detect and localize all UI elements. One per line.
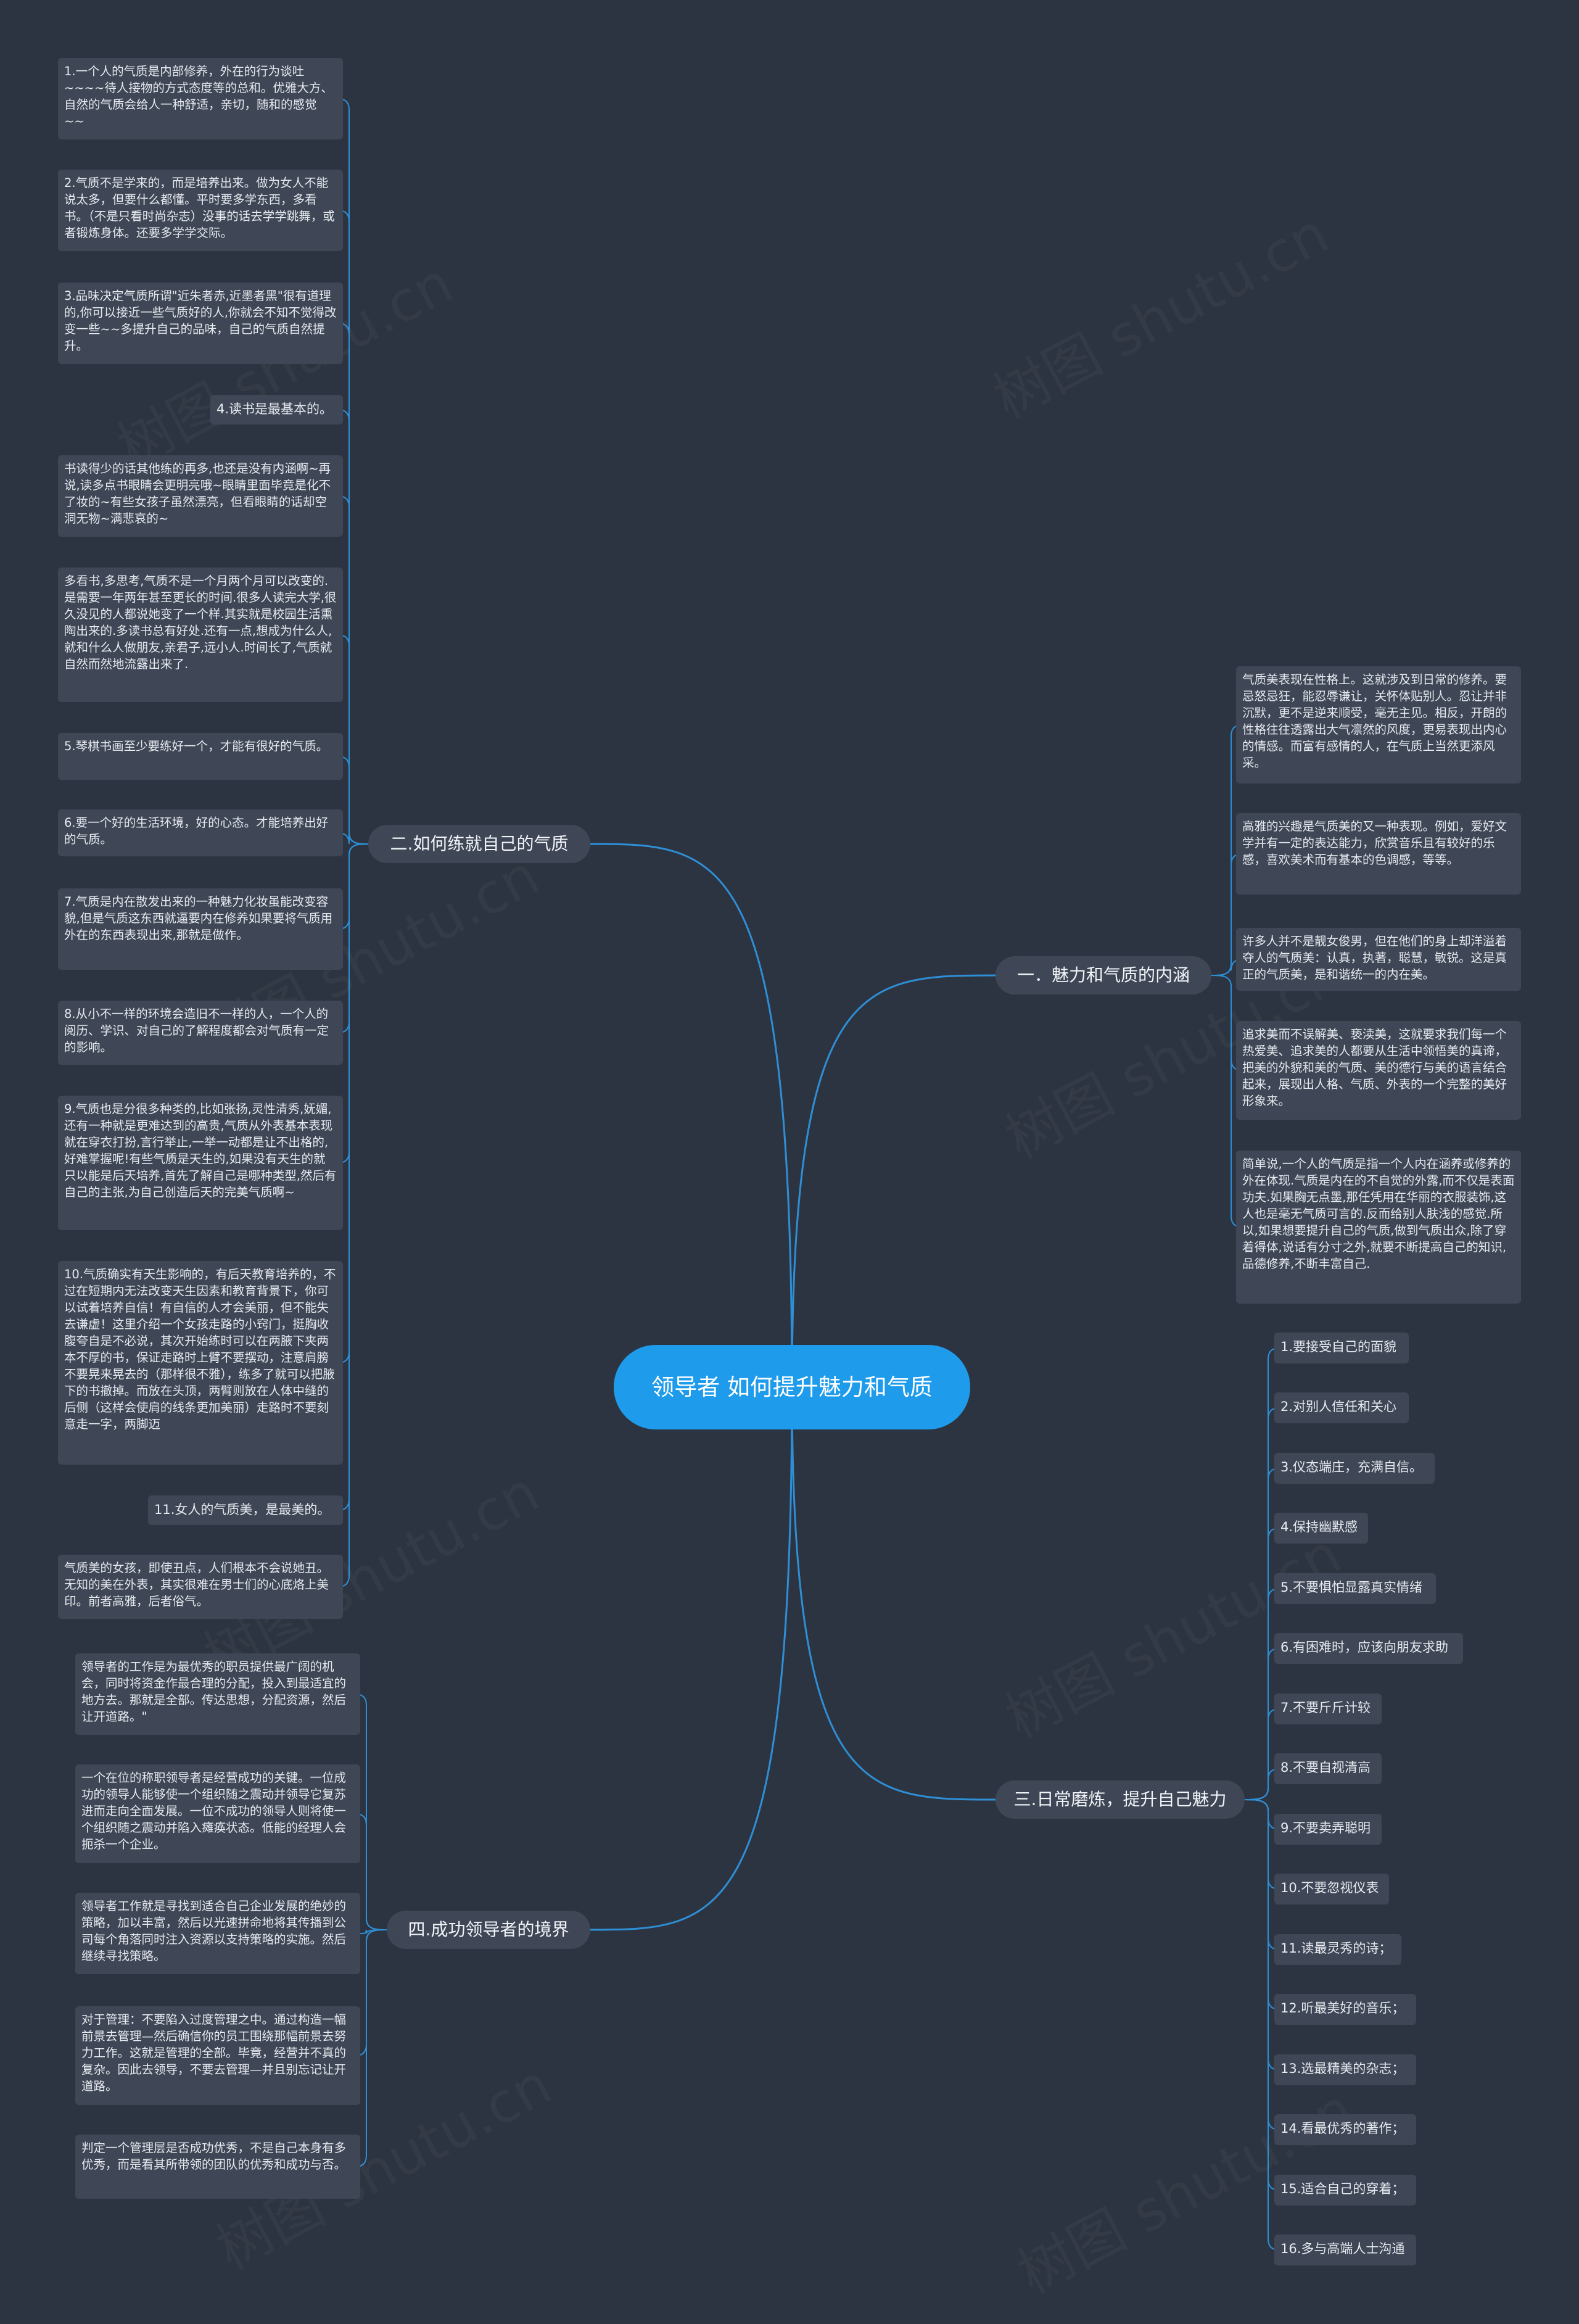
b3-leaf[interactable]: 4.保持幽默感 <box>1274 1513 1368 1544</box>
b2-leaf[interactable]: 5.琴棋书画至少要练好一个，才能有很好的气质。 <box>58 733 343 780</box>
b1-leaf[interactable]: 简单说,一个人的气质是指一个人内在涵养或修养的外在体现.气质是内在的不自觉的外露… <box>1236 1151 1521 1304</box>
b4-leaf[interactable]: 一个在位的称职领导者是经营成功的关键。一位成功的领导人能够使一个组织随之震动并领… <box>75 1764 360 1863</box>
connector <box>590 1387 793 1931</box>
b2-leaf[interactable]: 1.一个人的气质是内部修养，外在的行为谈吐~~~~待人接物的方式态度等的总和。优… <box>58 58 343 139</box>
b2-leaf[interactable]: 10.气质确实有天生影响的，有后天教育培养的，不过在短期内无法改变天生因素和教育… <box>58 1261 343 1465</box>
b2-leaf[interactable]: 书读得少的话其他练的再多,也还是没有内涵啊~再说,读多点书眼睛会更明亮哦~眼睛里… <box>58 455 343 537</box>
b2-leaf[interactable]: 4.读书是最基本的。 <box>210 395 343 424</box>
b2-leaf[interactable]: 3.品味决定气质所谓"近朱者赤,近墨者黑"很有道理的,你可以接近一些气质好的人,… <box>58 283 343 364</box>
b1-leaf[interactable]: 高雅的兴趣是气质美的又一种表现。例如，爱好文学并有一定的表达能力，欣赏音乐且有较… <box>1236 813 1521 895</box>
b4-leaf[interactable]: 判定一个管理层是否成功优秀，不是自己本身有多优秀，而是看其所带领的团队的优秀和成… <box>75 2135 360 2199</box>
b3-leaf[interactable]: 16.多与高端人士沟通 <box>1274 2235 1416 2265</box>
b2-leaf[interactable]: 8.从小不一样的环境会造旧不一样的人，一个人的阅历、学识、对自己的了解程度都会对… <box>58 1001 343 1065</box>
b3-leaf[interactable]: 9.不要卖弄聪明 <box>1274 1814 1382 1845</box>
b4-leaf[interactable]: 领导者工作就是寻找到适合自己企业发展的绝妙的策略，加以丰富，然后以光速拼命地将其… <box>75 1893 360 1974</box>
b3-leaf[interactable]: 13.选最精美的杂志； <box>1274 2054 1416 2085</box>
connector <box>590 843 793 1387</box>
b2-leaf[interactable]: 9.气质也是分很多种类的,比如张扬,灵性清秀,妩媚,还有一种就是更难达到的高贵,… <box>58 1096 343 1230</box>
b3-leaf[interactable]: 11.读最灵秀的诗； <box>1274 1934 1401 1965</box>
b3-leaf[interactable]: 14.看最优秀的著作； <box>1274 2114 1416 2145</box>
b1-leaf[interactable]: 许多人并不是靓女俊男，但在他们的身上却洋溢着夺人的气质美：认真，执著，聪慧，敏锐… <box>1236 928 1521 991</box>
branch-1[interactable]: 一．魅力和气质的内涵 <box>996 956 1211 995</box>
b4-leaf[interactable]: 对于管理：不要陷入过度管理之中。通过构造一幅前景去管理—然后确信你的员工围绕那幅… <box>75 2006 360 2105</box>
b3-leaf[interactable]: 15.适合自己的穿着； <box>1274 2175 1416 2206</box>
b3-leaf[interactable]: 8.不要自视清高 <box>1274 1753 1382 1784</box>
b2-leaf[interactable]: 11.女人的气质美，是最美的。 <box>148 1495 343 1525</box>
b3-leaf[interactable]: 10.不要忽视仪表 <box>1274 1874 1389 1904</box>
b3-leaf[interactable]: 7.不要斤斤计较 <box>1274 1693 1382 1724</box>
connector <box>791 974 996 1387</box>
connector <box>791 1387 996 1801</box>
b3-leaf[interactable]: 5.不要惧怕显露真实情绪 <box>1274 1573 1436 1604</box>
b1-leaf[interactable]: 追求美而不误解美、亵渎美，这就要求我们每一个热爱美、追求美的人都要从生活中领悟美… <box>1236 1021 1521 1120</box>
connector <box>1244 1708 1280 1800</box>
b3-leaf[interactable]: 3.仪态端庄，充满自信。 <box>1274 1453 1435 1484</box>
b2-leaf[interactable]: 多看书,多思考,气质不是一个月两个月可以改变的.是需要一年两年甚至更长的时间.很… <box>58 568 343 702</box>
b3-leaf[interactable]: 6.有困难时，应该向朋友求助 <box>1274 1633 1463 1664</box>
branch-4[interactable]: 四.成功领导者的境界 <box>387 1911 590 1949</box>
b1-leaf[interactable]: 气质美表现在性格上。这就涉及到日常的修养。要忌怒忌狂，能忍辱谦让，关怀体贴别人。… <box>1236 666 1521 784</box>
b2-leaf[interactable]: 气质美的女孩，即使丑点，人们根本不会说她丑。无知的美在外表，其实很难在男士们的心… <box>58 1555 343 1619</box>
branch-2[interactable]: 二.如何练就自己的气质 <box>368 825 590 863</box>
b2-leaf[interactable]: 6.要一个好的生活环境，好的心态。才能培养出好的气质。 <box>58 809 343 856</box>
b2-leaf[interactable]: 2.气质不是学来的，而是培养出来。做为女人不能说太多，但要什么都懂。平时要多学东… <box>58 170 343 251</box>
b2-leaf[interactable]: 7.气质是内在散发出来的一种魅力化妆虽能改变容貌,但是气质这东西就逼要内在修养如… <box>58 888 343 970</box>
branch-3[interactable]: 三.日常磨炼，提升自己魅力 <box>996 1780 1245 1819</box>
root-topic[interactable]: 领导者 如何提升魅力和气质 <box>614 1345 970 1429</box>
b3-leaf[interactable]: 1.要接受自己的面貌 <box>1274 1333 1409 1363</box>
b3-leaf[interactable]: 2.对别人信任和关心 <box>1274 1392 1409 1423</box>
b4-leaf[interactable]: 领导者的工作是为最优秀的职员提供最广阔的机会，同时将资金作最合理的分配，投入到最… <box>75 1653 360 1735</box>
b3-leaf[interactable]: 12.听最美好的音乐； <box>1274 1994 1416 2025</box>
